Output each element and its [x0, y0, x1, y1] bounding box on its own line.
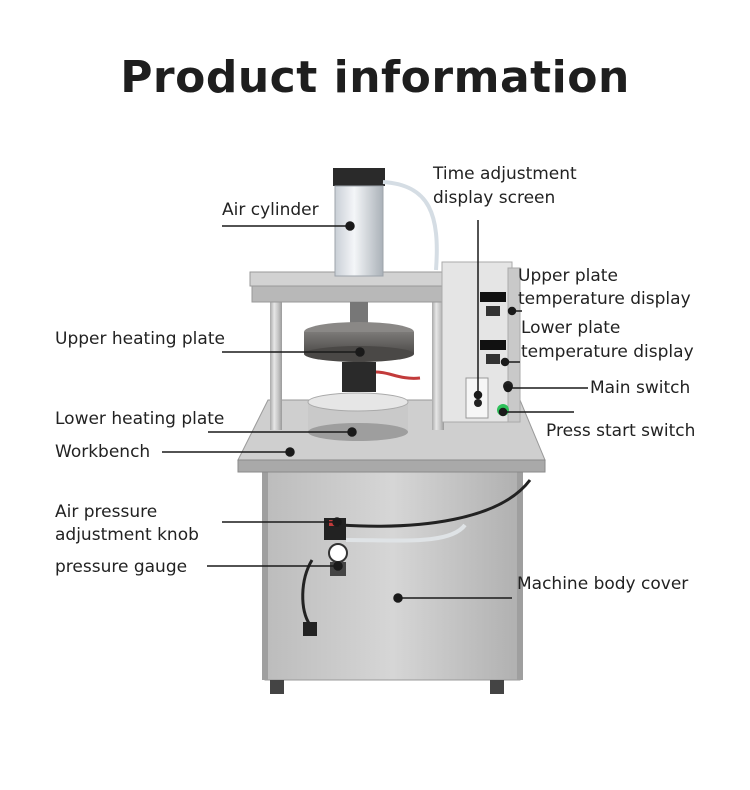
upper-temp-display-screen	[480, 292, 506, 302]
pressure-gauge-dial	[328, 543, 348, 563]
machine-body-cover	[262, 469, 523, 694]
label-air-cylinder: Air cylinder	[222, 200, 319, 220]
air-cylinder	[333, 168, 439, 277]
label-upper-heating-plate: Upper heating plate	[55, 329, 225, 349]
label-time-adjustment-line1: Time adjustment	[433, 164, 577, 184]
label-air-pressure-line2: adjustment knob	[55, 525, 199, 545]
label-lower-heating-plate: Lower heating plate	[55, 409, 225, 429]
label-lower-plate-temp-line1: Lower plate	[521, 318, 621, 338]
leader-lines	[162, 220, 588, 603]
label-upper-plate-temp-line2: temperature display	[518, 289, 691, 309]
page-title: Product information	[120, 52, 630, 103]
lower-heating-plate	[307, 392, 409, 441]
label-main-switch: Main switch	[590, 378, 691, 398]
label-workbench: Workbench	[55, 442, 151, 462]
label-pressure-gauge: pressure gauge	[55, 557, 188, 577]
upper-heating-plate	[304, 302, 421, 392]
right-pillar	[432, 300, 444, 430]
lower-temp-display-screen	[480, 340, 506, 350]
label-machine-body-cover: Machine body cover	[517, 574, 689, 594]
label-press-start-switch: Press start switch	[546, 421, 696, 441]
label-upper-plate-temp-line1: Upper plate	[518, 266, 618, 286]
label-air-pressure-line1: Air pressure	[55, 502, 158, 522]
label-time-adjustment-line2: display screen	[433, 188, 556, 208]
left-pillar	[270, 300, 282, 430]
label-lower-plate-temp-line2: temperature display	[521, 342, 694, 362]
